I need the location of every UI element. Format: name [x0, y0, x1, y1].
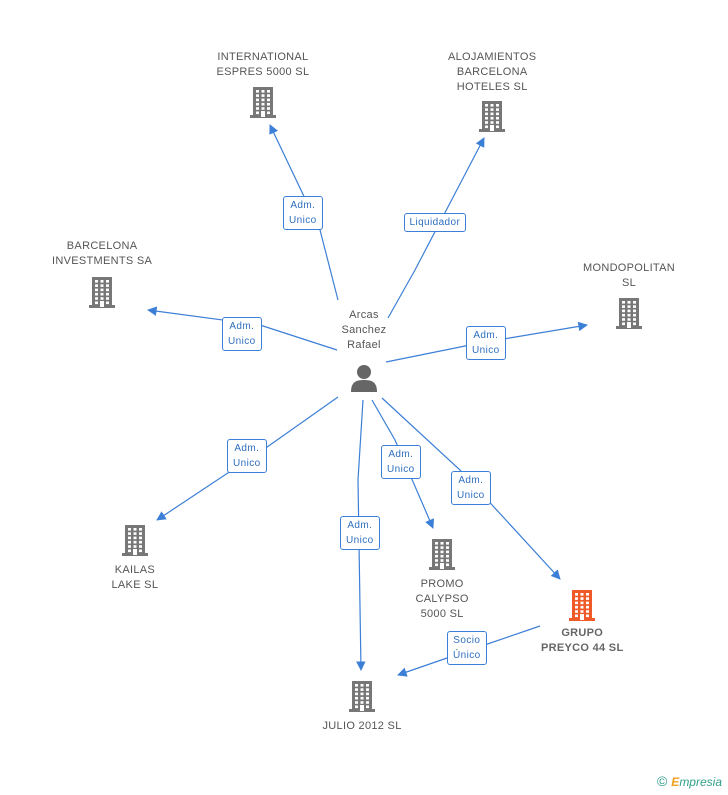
- edge-label-text: Socio: [453, 635, 481, 646]
- brand-name: mpresia: [679, 775, 722, 789]
- building-icon[interactable]: [614, 296, 644, 335]
- company-node-julio[interactable]: JULIO 2012 SL: [323, 719, 402, 734]
- edge-center-to-alojamientos: [387, 137, 485, 319]
- edge-label-text: Adm.: [458, 475, 484, 486]
- edge-label-international[interactable]: Adm. Unico: [283, 196, 323, 230]
- node-name-line: BARCELONA: [66, 240, 138, 252]
- edge-label-text: Unico: [289, 215, 317, 226]
- edge-label-text: Unico: [457, 490, 485, 501]
- node-name-line: ALOJAMIENTOS: [448, 51, 537, 63]
- node-name-line: Rafael: [347, 339, 381, 351]
- edge-label-grupo[interactable]: Adm. Unico: [451, 471, 491, 505]
- copyright-icon: ©: [656, 773, 668, 789]
- edge-label-text: Adm.: [229, 321, 255, 332]
- building-icon[interactable]: [248, 85, 278, 124]
- edge-label-julio[interactable]: Adm. Unico: [340, 516, 380, 550]
- edge-label-text: Adm.: [290, 200, 316, 211]
- edge-center-to-international: [269, 124, 339, 301]
- edge-label-text: Unico: [228, 336, 256, 347]
- node-name-line: CALYPSO: [415, 593, 469, 605]
- edge-label-text: Adm.: [234, 443, 260, 454]
- edge-label-promo[interactable]: Adm. Unico: [381, 445, 421, 479]
- node-name-line: KAILAS: [114, 564, 156, 576]
- node-name-line: Sanchez: [341, 324, 387, 336]
- company-node-kailas[interactable]: KAILAS LAKE SL: [112, 563, 159, 593]
- company-node-grupo[interactable]: GRUPO PREYCO 44 SL: [541, 626, 623, 656]
- node-name-line: INVESTMENTS SA: [52, 255, 153, 267]
- brand-initial: E: [671, 775, 680, 789]
- building-icon[interactable]: [347, 679, 377, 718]
- edge-label-text: Adm.: [347, 520, 373, 531]
- edge-label-text: Unico: [346, 535, 374, 546]
- brand-footer[interactable]: ©Empresia: [657, 773, 722, 789]
- node-name-line: MONDOPOLITAN: [583, 262, 676, 274]
- company-node-mondopolitan[interactable]: MONDOPOLITAN SL: [583, 261, 675, 291]
- node-name-line: HOTELES SL: [456, 81, 528, 93]
- edge-center-to-promo: [371, 399, 434, 529]
- edge-center-to-grupo: [381, 397, 561, 580]
- edge-label-text: Adm.: [473, 330, 499, 341]
- edge-label-text: Único: [453, 650, 481, 661]
- node-name-line: ESPRES 5000 SL: [216, 66, 310, 78]
- edge-label-text: Unico: [472, 345, 500, 356]
- edge-label-text: Unico: [233, 458, 261, 469]
- node-name-line: Arcas: [349, 309, 379, 321]
- company-node-alojamientos[interactable]: ALOJAMIENTOS BARCELONA HOTELES SL: [448, 50, 536, 95]
- node-name-line: JULIO 2012 SL: [322, 720, 402, 732]
- node-name-line: LAKE SL: [111, 579, 159, 591]
- edge-label-alojamientos[interactable]: Liquidador: [403, 212, 467, 232]
- company-node-barcelona-inv[interactable]: BARCELONA INVESTMENTS SA: [52, 239, 152, 269]
- node-name-line: INTERNATIONAL: [217, 51, 309, 63]
- edge-label-text: Liquidador: [409, 216, 461, 228]
- edge-center-to-kailas: [156, 396, 339, 521]
- building-icon[interactable]: [87, 275, 117, 314]
- building-icon[interactable]: [120, 523, 150, 562]
- building-icon[interactable]: [567, 588, 597, 627]
- node-name-line: 5000 SL: [420, 608, 464, 620]
- node-name-line: PROMO: [420, 578, 464, 590]
- building-icon[interactable]: [427, 537, 457, 576]
- node-name-line: SL: [621, 277, 637, 289]
- building-icon[interactable]: [477, 99, 507, 138]
- edge-center-to-julio: [356, 399, 366, 671]
- edge-label-text: Adm.: [388, 449, 414, 460]
- edge-label-mondopolitan[interactable]: Adm. Unico: [466, 326, 506, 360]
- edge-label-barcelona-inv[interactable]: Adm. Unico: [222, 317, 262, 351]
- node-name-line: GRUPO: [561, 627, 604, 639]
- edge-label-text: Unico: [387, 464, 415, 475]
- edge-label-kailas[interactable]: Adm. Unico: [227, 439, 267, 473]
- company-node-promo[interactable]: PROMO CALYPSO 5000 SL: [416, 577, 469, 622]
- person-icon[interactable]: [349, 363, 379, 398]
- node-name-line: PREYCO 44 SL: [541, 642, 624, 654]
- node-name-line: BARCELONA: [456, 66, 528, 78]
- company-node-international[interactable]: INTERNATIONAL ESPRES 5000 SL: [217, 50, 310, 80]
